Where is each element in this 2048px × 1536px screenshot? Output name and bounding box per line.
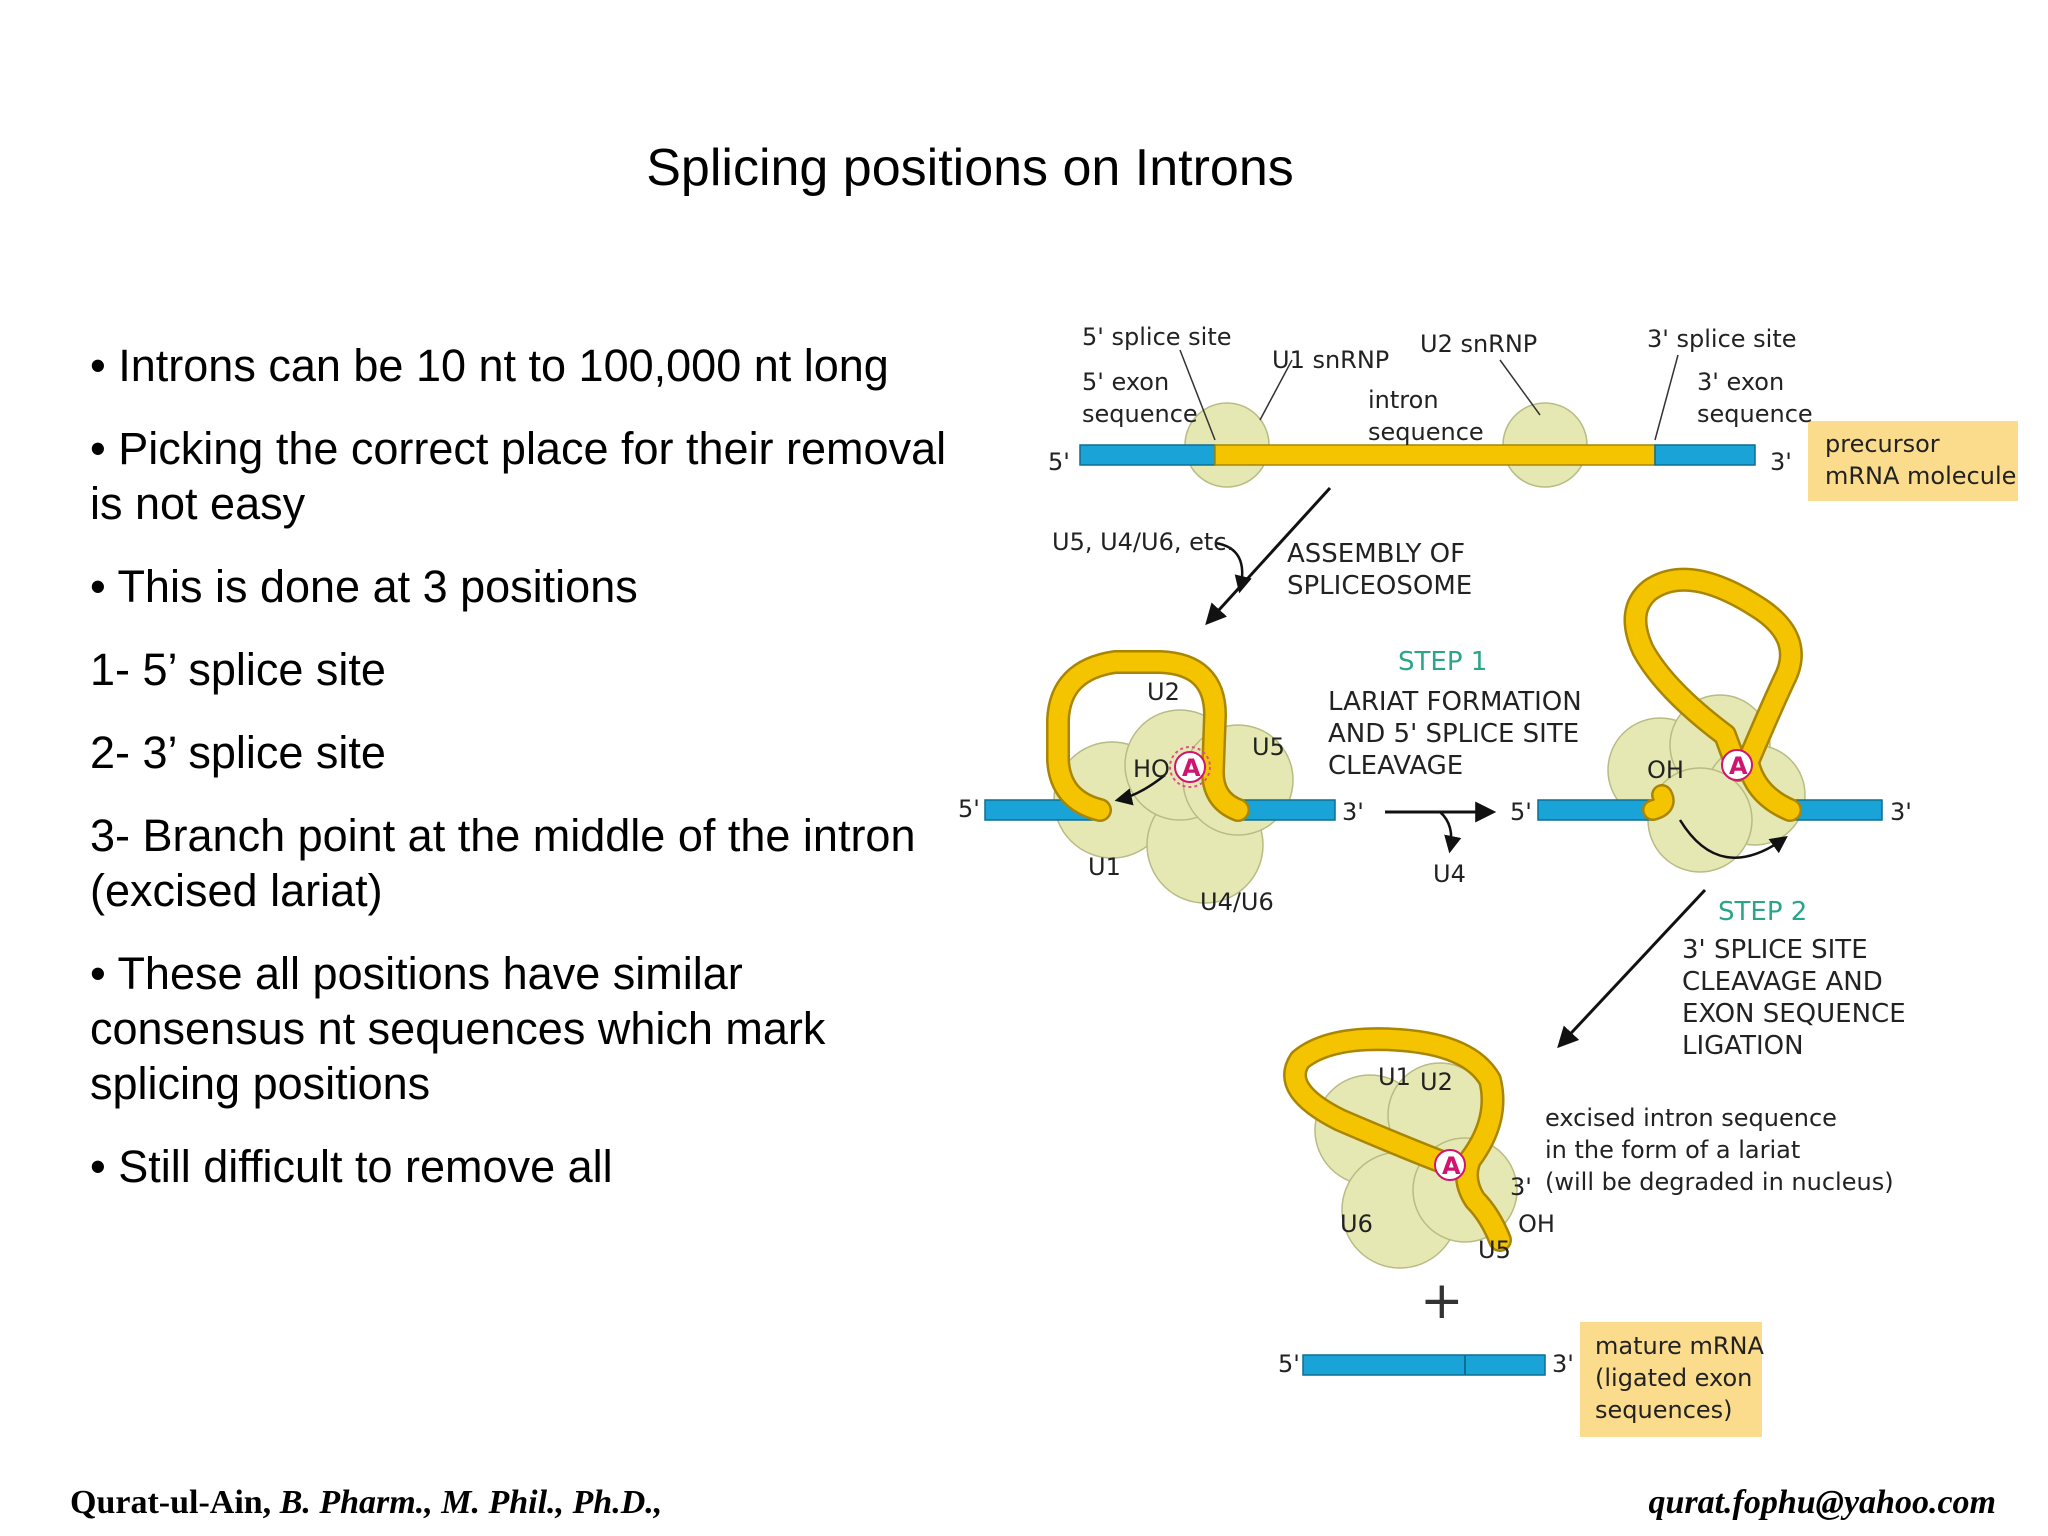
bullet-item: 2- 3’ splice site: [90, 727, 386, 778]
three-exon-bar: [1789, 799, 1883, 821]
five-prime-label: 5': [1048, 448, 1070, 476]
step1-label: STEP 1: [1398, 647, 1487, 677]
three-exon-label: 3' exon: [1697, 368, 1784, 396]
three-prime-label: 3': [1552, 1350, 1574, 1378]
mature-line1: mature mRNA: [1595, 1332, 1764, 1360]
step1-line2: AND 5' SPLICE SITE: [1328, 719, 1579, 749]
three-prime-label: 3': [1342, 798, 1364, 826]
u2-label: U2: [1420, 1068, 1453, 1096]
mature-mrna-highlight: [1580, 1322, 1762, 1437]
step2-annotation: STEP 2 3' SPLICE SITE CLEAVAGE AND EXON …: [1557, 888, 1906, 1061]
branch-point-a: [1721, 749, 1753, 781]
bullet-item: 3- Branch point at the middle of the int…: [90, 810, 916, 916]
branch-point-a-label: A: [1182, 754, 1201, 782]
bullet-item: • This is done at 3 positions: [90, 561, 638, 612]
assembly-label: ASSEMBLY OF: [1287, 539, 1465, 569]
excised-stage: A U1 U2 U6 U5 3' OH excised intron seque…: [1278, 1027, 1894, 1437]
lariat-loop: [1048, 652, 1248, 820]
branch-point-a: [1174, 751, 1206, 783]
branch-point-a-label: A: [1729, 752, 1748, 780]
step2-line2: CLEAVAGE AND: [1682, 967, 1883, 997]
intron-label: intron: [1368, 386, 1439, 414]
u6-label: U6: [1340, 1210, 1373, 1238]
u5-label: U5: [1478, 1236, 1511, 1264]
five-exon-bar: [1079, 444, 1216, 466]
precursor-label: precursor: [1825, 430, 1940, 458]
three-exon-sequence-label: sequence: [1697, 400, 1813, 428]
three-exon-bar: [1654, 444, 1756, 466]
step2-line1: 3' SPLICE SITE: [1682, 935, 1868, 965]
step1-line1: LARIAT FORMATION: [1328, 687, 1582, 717]
five-prime-label: 5': [1510, 798, 1532, 826]
u1-label: U1: [1378, 1063, 1411, 1091]
excised-lariat: [1285, 1029, 1510, 1250]
mrna-molecule-label: mRNA molecule: [1825, 462, 2016, 490]
mature-line3: sequences): [1595, 1396, 1733, 1424]
excised-line3: (will be degraded in nucleus): [1545, 1168, 1894, 1196]
spliceosome-stage: A HO U2 U5 U1 U4/U6 5' 3': [958, 650, 1364, 916]
five-prime-label: 5': [958, 795, 980, 823]
step2-line3: EXON SEQUENCE: [1682, 999, 1906, 1029]
three-prime-label: 3': [1510, 1173, 1532, 1201]
u1-label: U1: [1088, 853, 1121, 881]
bullet-item: • Still difficult to remove all: [90, 1141, 613, 1192]
three-prime-label: 3': [1770, 448, 1792, 476]
footer-author: Qurat-ul-Ain, B. Pharm., M. Phil., Ph.D.…: [70, 1484, 663, 1521]
mature-line2: (ligated exon: [1595, 1364, 1752, 1392]
excised-line2: in the form of a lariat: [1545, 1136, 1800, 1164]
step1-line3: CLEAVAGE: [1328, 751, 1463, 781]
u5-label: U5: [1252, 733, 1285, 761]
u2-label: U2: [1147, 678, 1180, 706]
bullet-list: • Introns can be 10 nt to 100,000 nt lon…: [90, 338, 960, 1222]
lariat-stage: A OH 5' 3': [1510, 567, 1912, 873]
step1-annotation: STEP 1 LARIAT FORMATION AND 5' SPLICE SI…: [1328, 647, 1582, 888]
five-splice-site-label: 5' splice site: [1082, 323, 1232, 351]
oh-label: OH: [1647, 756, 1684, 784]
intron-bar: [1214, 444, 1656, 466]
bullet-item: 1- 5’ splice site: [90, 644, 386, 695]
u4-label: U4: [1433, 860, 1466, 888]
bullet-item: • Introns can be 10 nt to 100,000 nt lon…: [90, 340, 889, 391]
five-exon-bar: [1537, 799, 1654, 821]
precursor-highlight: [1808, 421, 2018, 501]
u1-snrnp-label: U1 snRNP: [1272, 346, 1389, 374]
five-exon-sequence-label: sequence: [1082, 400, 1198, 428]
slide-title: Splicing positions on Introns: [646, 139, 1294, 197]
step2-line4: LIGATION: [1682, 1031, 1804, 1061]
mature-mrna-bar: [1302, 1354, 1546, 1376]
precursor-stage: 5' splice site 5' exon sequence U1 snRNP…: [1048, 323, 2018, 626]
ho-label: HO: [1133, 755, 1170, 783]
spliceosome-label: SPLICEOSOME: [1287, 571, 1472, 601]
u2-snrnp-label: U2 snRNP: [1420, 330, 1537, 358]
oh-label: OH: [1518, 1210, 1555, 1238]
branch-point-a-label: A: [1442, 1152, 1461, 1180]
three-prime-label: 3': [1890, 798, 1912, 826]
three-splice-site-label: 3' splice site: [1647, 325, 1797, 353]
intron-sequence-label: sequence: [1368, 418, 1484, 446]
branch-point-a: [1434, 1149, 1466, 1181]
plus-sign: +: [1420, 1271, 1464, 1331]
five-exon-label: 5' exon: [1082, 368, 1169, 396]
five-prime-label: 5': [1278, 1350, 1300, 1378]
excised-line1: excised intron sequence: [1545, 1104, 1837, 1132]
step2-label: STEP 2: [1718, 897, 1807, 927]
u5-u4u6-label: U5, U4/U6, etc.: [1052, 528, 1234, 556]
bullet-item: • Picking the correct place for their re…: [90, 423, 947, 529]
u4u6-label: U4/U6: [1200, 888, 1274, 916]
footer-email: qurat.fophu@yahoo.com: [1648, 1484, 1996, 1521]
